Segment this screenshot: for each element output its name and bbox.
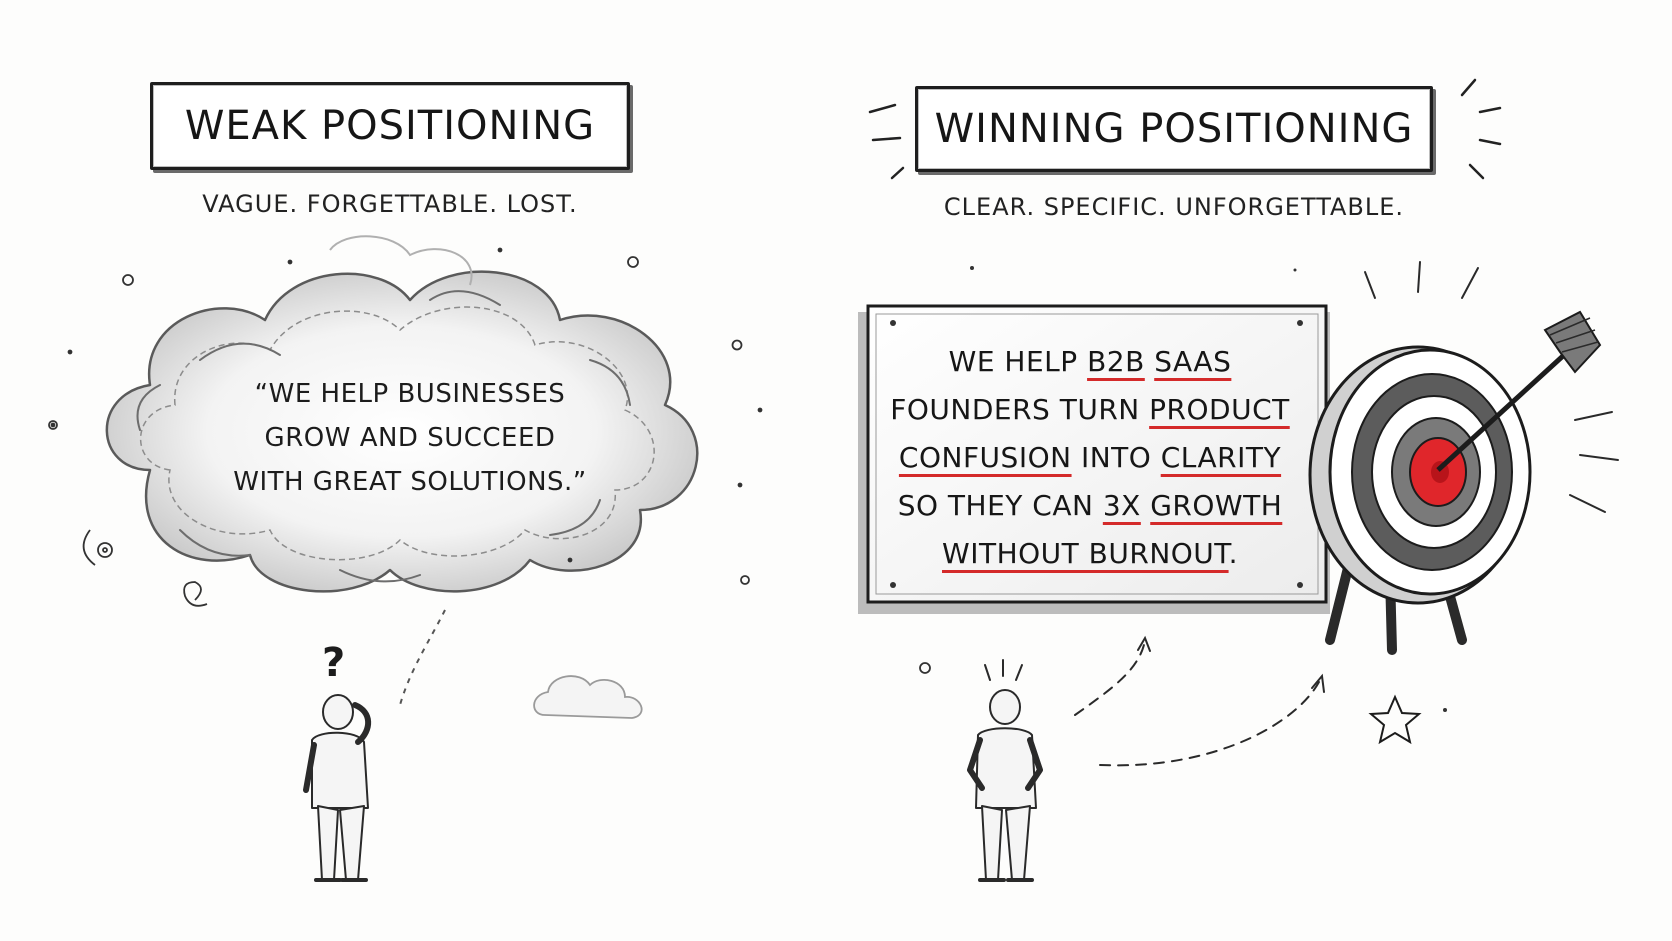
message-line: WITHOUT BURNOUT.: [885, 530, 1295, 578]
message-line: SO THEY CAN 3X GROWTH: [885, 482, 1295, 530]
message-line: WE HELP B2B SAAS: [885, 338, 1295, 386]
message-text: [1141, 489, 1150, 522]
vague-quote: “WE HELP BUSINESSES GROW AND SUCCEED WIT…: [220, 372, 600, 504]
message-line: CONFUSION INTO CLARITY: [885, 434, 1295, 482]
arrow-heads: [1137, 635, 1325, 693]
highlight-3x: 3X: [1102, 489, 1141, 522]
winning-subtitle: CLEAR. SPECIFIC. UNFORGETTABLE.: [943, 193, 1405, 221]
burst-lines: [868, 78, 1502, 180]
message-text: INTO: [1071, 441, 1161, 474]
weak-positioning-title: WEAK POSITIONING: [150, 82, 630, 170]
confident-person-icon: [967, 659, 1043, 882]
highlight-growth: GROWTH: [1150, 489, 1283, 522]
highlight-saas: SAAS: [1154, 345, 1232, 378]
highlight-product: PRODUCT: [1149, 393, 1290, 426]
winning-positioning-title: WINNING POSITIONING: [915, 86, 1433, 172]
message-text: FOUNDERS TURN: [890, 393, 1150, 426]
message-line: FOUNDERS TURN PRODUCT: [885, 386, 1295, 434]
highlight-clarity: CLARITY: [1160, 441, 1282, 474]
quote-line: “WE HELP BUSINESSES: [254, 379, 566, 409]
small-cloud-icon: [533, 675, 643, 719]
star-icon: [1368, 694, 1422, 745]
highlight-confusion: CONFUSION: [898, 441, 1072, 474]
impact-lines: [1364, 261, 1619, 513]
quote-line: GROW AND SUCCEED: [264, 423, 556, 453]
message-board: [858, 304, 1330, 614]
highlight-b2b: B2B: [1087, 345, 1145, 378]
highlight-without-burnout: WITHOUT BURNOUT: [942, 537, 1229, 570]
arrow-icon: [1436, 310, 1602, 472]
message-text: WE HELP: [948, 345, 1088, 378]
message-text: .: [1228, 537, 1238, 570]
question-mark: ?: [322, 640, 346, 686]
quote-line: WITH GREAT SOLUTIONS.”: [233, 467, 587, 497]
bullseye-target-icon: [1308, 345, 1532, 655]
dotted-trail: [399, 609, 446, 706]
winning-title-text: WINNING POSITIONING: [934, 106, 1414, 152]
fuzzy-cloud-icon: [105, 235, 699, 593]
scatter-doodles: [48, 247, 763, 607]
weak-subtitle: VAGUE. FORGETTABLE. LOST.: [202, 190, 578, 218]
confused-person-icon: [303, 694, 372, 882]
message-text: [1145, 345, 1154, 378]
dashed-arrows: [1074, 639, 1321, 767]
weak-title-text: WEAK POSITIONING: [184, 103, 596, 149]
message-text: SO THEY CAN: [897, 489, 1103, 522]
clear-message: WE HELP B2B SAAS FOUNDERS TURN PRODUCT C…: [885, 338, 1295, 578]
